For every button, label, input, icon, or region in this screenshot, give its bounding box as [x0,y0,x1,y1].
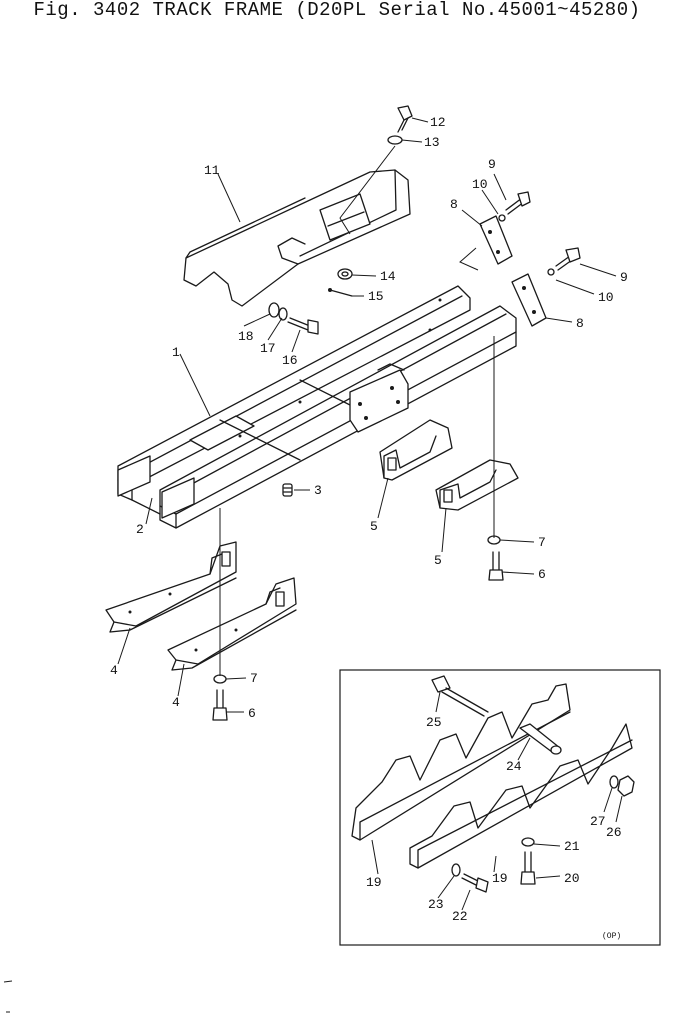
callout-7-left: 7 [250,671,258,686]
callout-27: 27 [590,814,606,829]
guard-part-19-lower [409,723,633,869]
bracket-part-lower [511,273,547,327]
bolt-part-16 [287,317,319,335]
bolt-part-9-lower [547,247,581,276]
callout-20: 20 [564,871,580,886]
washer-part-27 [609,775,619,789]
callout-12: 12 [430,115,446,130]
guard-part-4-upper [105,541,237,633]
callout-25: 25 [426,715,442,730]
callout-4-upper: 4 [110,663,118,678]
bolt-part-6-left [212,689,228,721]
plug-part-3 [282,483,293,497]
washer-part-23 [451,863,461,877]
callout-18: 18 [238,329,254,344]
callout-6-right: 6 [538,567,546,582]
bolt-part-25 [431,675,489,717]
support-part-5-left [379,419,453,481]
inset-option-tag: (OP) [602,932,621,941]
bolt-part-22 [461,873,489,893]
bolt-part-9-upper [498,191,531,222]
guard-part-4-lower [167,577,297,671]
washer-part-21 [521,837,535,847]
callout-8-upper: 8 [450,197,458,212]
callout-2: 2 [136,522,144,537]
leader-lines [117,117,623,911]
callout-22: 22 [452,909,468,924]
callout-6-left: 6 [248,706,256,721]
callout-8-lower: 8 [576,316,584,331]
washer-part-17 [278,307,288,321]
washer-part-18 [268,302,280,318]
callout-13: 13 [424,135,440,150]
bolt-part-20 [520,851,536,885]
bolt-part-12 [397,105,413,133]
callout-9-lower: 9 [620,270,628,285]
callout-4-lower: 4 [172,695,180,710]
support-part-5-right [435,459,519,511]
track-frame-part [117,285,517,529]
scan-artifact-marks [3,980,13,1013]
callout-7-right: 7 [538,535,546,550]
bolt-part-6-right [488,551,504,581]
callout-5-right: 5 [434,553,442,568]
bracket-part-upper [479,215,513,265]
callout-10-lower: 10 [598,290,614,305]
callout-15: 15 [368,289,384,304]
callout-10-upper: 10 [472,177,488,192]
callout-1: 1 [172,345,180,360]
nut-part-14 [337,268,353,280]
washer-part-13 [387,135,403,145]
cover-part [183,169,411,307]
assembly-guide-lines [219,145,495,676]
callout-3: 3 [314,483,322,498]
pin-part-15 [328,288,353,297]
callout-9-upper: 9 [488,157,496,172]
callout-23: 23 [428,897,444,912]
callout-19-left: 19 [366,875,382,890]
callout-5-left: 5 [370,519,378,534]
figure-title: Fig. 3402 TRACK FRAME (D20PL Serial No.4… [33,0,641,21]
washer-part-7-left [213,674,227,684]
callout-17: 17 [260,341,276,356]
pin-part-24 [519,723,562,755]
callout-21: 21 [564,839,580,854]
callout-14: 14 [380,269,396,284]
nut-part-26 [617,775,635,797]
callout-11: 11 [204,163,220,178]
callout-16: 16 [282,353,298,368]
callout-26: 26 [606,825,622,840]
guard-part-19-upper [351,683,571,841]
optional-parts-inset [339,669,661,946]
callout-24: 24 [506,759,522,774]
callout-19-right: 19 [492,871,508,886]
